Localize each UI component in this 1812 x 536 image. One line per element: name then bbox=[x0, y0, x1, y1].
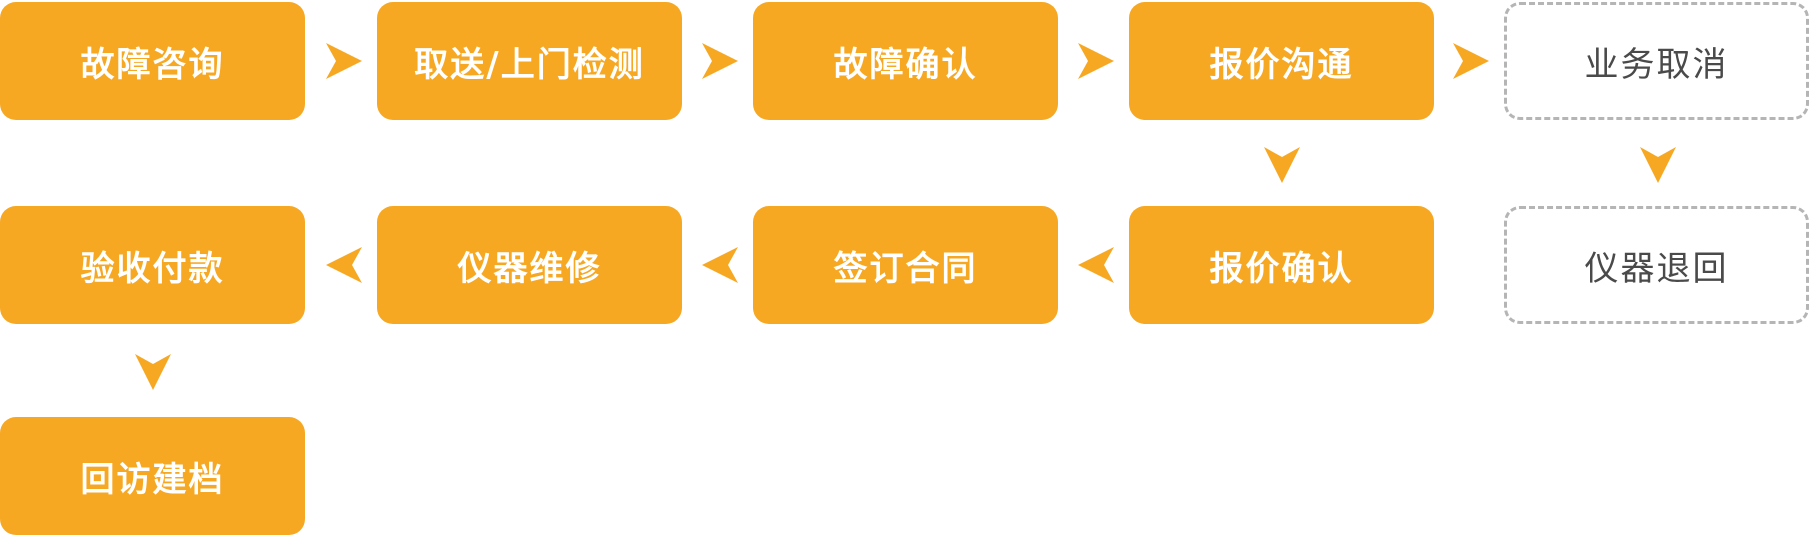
arrow-right-icon bbox=[1451, 41, 1491, 81]
step-pickup-onsite-inspection: 取送/上门检测 bbox=[377, 2, 682, 120]
step-label: 签订合同 bbox=[833, 248, 978, 289]
arrow-down-icon bbox=[1638, 145, 1678, 185]
arrow-right-icon bbox=[324, 41, 364, 81]
arrow-down-icon bbox=[133, 352, 173, 392]
step-quote-communicate: 报价沟通 bbox=[1129, 2, 1434, 120]
step-label: 取送/上门检测 bbox=[414, 44, 645, 85]
arrow-left-icon bbox=[324, 245, 364, 285]
step-followup-archive: 回访建档 bbox=[0, 417, 305, 535]
arrow-down-icon bbox=[1262, 145, 1302, 185]
step-fault-consult: 故障咨询 bbox=[0, 2, 305, 120]
step-label: 故障咨询 bbox=[80, 44, 225, 85]
step-label: 报价确认 bbox=[1209, 248, 1354, 289]
arrow-left-icon bbox=[700, 245, 740, 285]
arrow-left-icon bbox=[1076, 245, 1116, 285]
step-label: 验收付款 bbox=[80, 248, 225, 289]
step-label: 回访建档 bbox=[80, 459, 225, 500]
arrow-right-icon bbox=[1076, 41, 1116, 81]
step-business-cancel: 业务取消 bbox=[1504, 2, 1809, 120]
step-quote-confirm: 报价确认 bbox=[1129, 206, 1434, 324]
step-label: 报价沟通 bbox=[1209, 44, 1354, 85]
step-instrument-return: 仪器退回 bbox=[1504, 206, 1809, 324]
step-instrument-repair: 仪器维修 bbox=[377, 206, 682, 324]
step-label: 业务取消 bbox=[1584, 44, 1729, 85]
step-acceptance-payment: 验收付款 bbox=[0, 206, 305, 324]
step-label: 仪器维修 bbox=[457, 248, 602, 289]
arrow-right-icon bbox=[700, 41, 740, 81]
step-sign-contract: 签订合同 bbox=[753, 206, 1058, 324]
step-label: 故障确认 bbox=[833, 44, 978, 85]
step-label: 仪器退回 bbox=[1584, 248, 1729, 289]
step-fault-confirm: 故障确认 bbox=[753, 2, 1058, 120]
